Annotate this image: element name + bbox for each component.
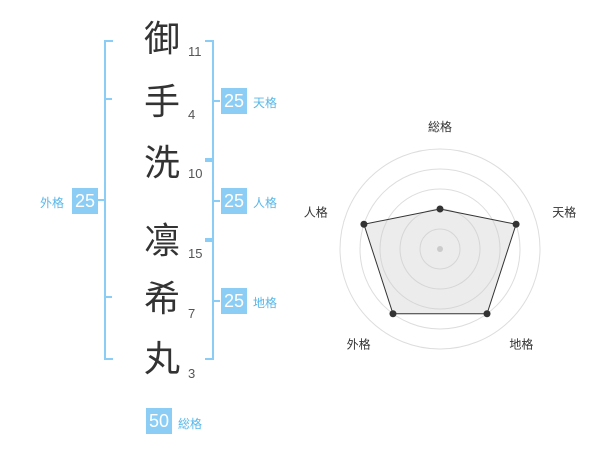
gaikaku-value: 25 — [72, 188, 98, 214]
soukaku-label: 総格 — [178, 417, 203, 431]
radar-ring-3 — [379, 188, 501, 310]
jinkaku-bracket-tick — [212, 200, 220, 202]
radar-ring-1 — [419, 228, 461, 270]
chikaku-bracket — [205, 238, 214, 360]
name-char-3: 洗 — [143, 143, 180, 184]
radar-polygon — [363, 208, 517, 315]
jinkaku-value: 25 — [221, 188, 247, 214]
tenkaku-label: 天格 — [253, 96, 278, 110]
stroke-count-1: 11 — [188, 44, 202, 59]
radar-axis-label-5: 人格 — [304, 205, 328, 220]
name-char-6: 丸 — [143, 339, 180, 380]
stroke-count-6: 3 — [188, 366, 196, 381]
radar-point-3 — [483, 310, 491, 318]
gaikaku-bracket-tick — [98, 199, 106, 201]
gaikaku-label: 外格 — [40, 196, 65, 210]
bracket-tick-char5 — [104, 296, 112, 298]
chikaku-value: 25 — [221, 288, 247, 314]
name-char-1: 御 — [143, 19, 180, 60]
radar-point-1 — [436, 205, 444, 213]
radar-ring-5 — [339, 148, 541, 350]
radar-ring-4 — [359, 168, 521, 330]
stroke-count-5: 7 — [188, 306, 196, 321]
name-char-5: 希 — [143, 279, 180, 320]
chikaku-label: 地格 — [253, 296, 278, 310]
radar-point-2 — [512, 220, 520, 228]
radar-axis-label-4: 外格 — [347, 336, 371, 351]
radar-axis-label-3: 地格 — [509, 336, 533, 351]
chikaku-bracket-tick — [212, 300, 220, 302]
soukaku-value: 50 — [146, 408, 172, 434]
radar-point-4 — [389, 310, 397, 318]
name-char-2: 手 — [143, 82, 180, 123]
stroke-count-4: 15 — [188, 246, 203, 261]
stroke-count-2: 4 — [188, 107, 196, 122]
radar-axis-label-2: 天格 — [552, 205, 576, 220]
tenkaku-value: 25 — [221, 88, 247, 114]
tenkaku-bracket-tick — [212, 100, 220, 102]
radar-axis-label-1: 総格 — [428, 119, 452, 134]
name-char-4: 凛 — [143, 221, 180, 262]
jinkaku-label: 人格 — [253, 196, 278, 210]
bracket-tick-char2 — [104, 98, 112, 100]
radar-point-5 — [360, 220, 368, 228]
stroke-count-3: 10 — [188, 166, 203, 181]
radar-center-dot — [437, 246, 443, 252]
